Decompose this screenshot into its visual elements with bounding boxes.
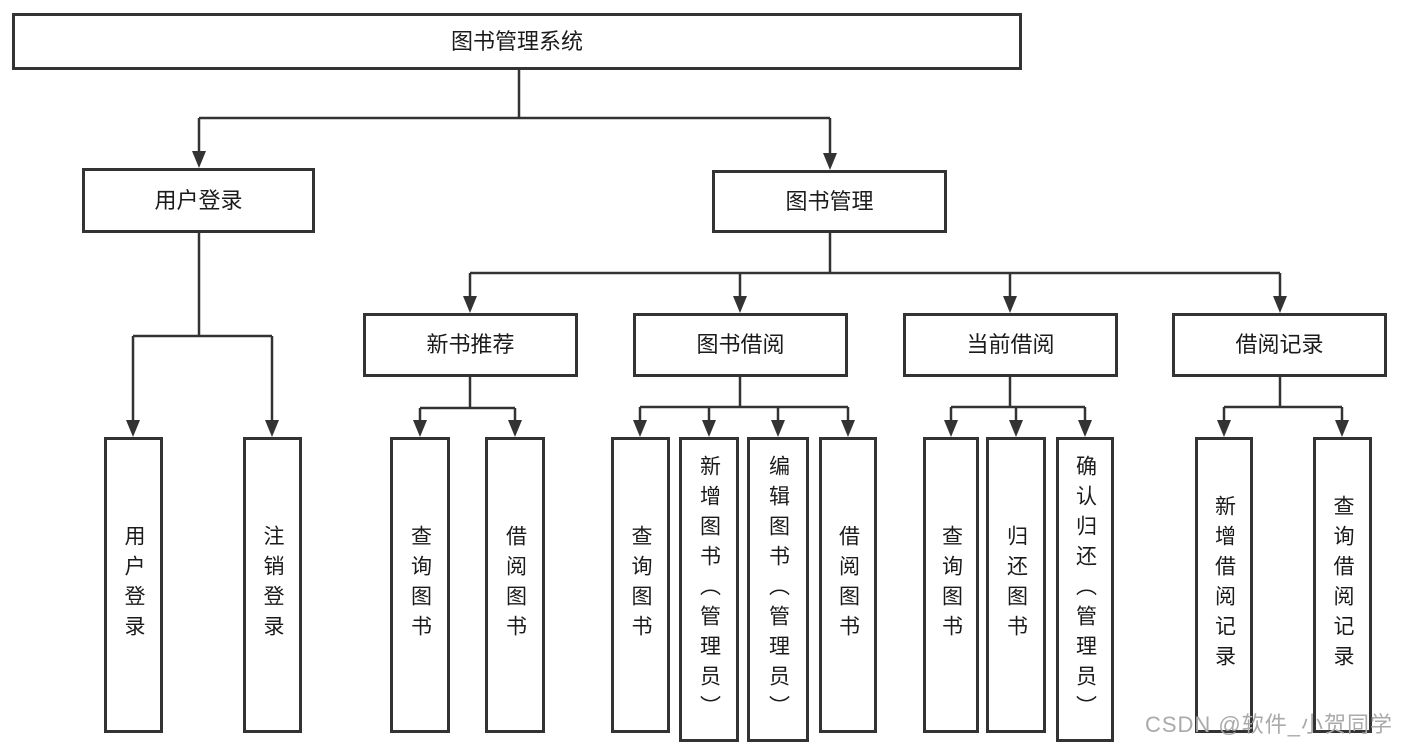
leaf-br-add-record: 新增借阅记录 [1195,437,1253,733]
node-root: 图书管理系统 [12,13,1022,70]
node-current-borrow: 当前借阅 [903,313,1118,377]
leaf-cb-query-book: 查询图书 [923,437,979,733]
node-new-book-recommend: 新书推荐 [363,313,578,377]
leaf-bb-query-book: 查询图书 [611,437,670,733]
node-book-borrow: 图书借阅 [633,313,848,377]
node-user-login: 用户登录 [82,168,315,233]
node-book-management: 图书管理 [712,170,947,233]
leaf-bb-borrow-book: 借阅图书 [819,437,877,733]
leaf-cb-confirm-return: 确认归还（管理员） [1056,437,1114,742]
node-borrow-records: 借阅记录 [1172,313,1387,377]
leaf-bb-add-book: 新增图书（管理员） [679,437,739,742]
leaf-nbr-borrow-book: 借阅图书 [485,437,545,733]
leaf-bb-edit-book: 编辑图书（管理员） [747,437,809,742]
arrowheads [126,151,1349,437]
leaf-logout: 注销登录 [243,437,302,733]
leaf-br-query-record: 查询借阅记录 [1313,437,1372,733]
leaf-nbr-query-book: 查询图书 [390,437,450,733]
leaf-user-login: 用户登录 [104,437,163,733]
watermark: CSDN @软件_小贺同学 [1144,712,1393,737]
leaf-cb-return-book: 归还图书 [986,437,1046,733]
